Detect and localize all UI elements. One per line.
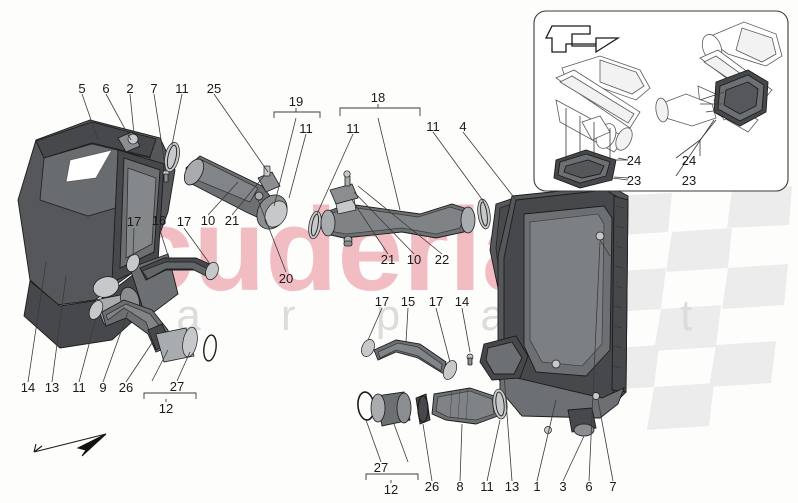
callout-22: 22 (435, 252, 449, 267)
callout-17-d: 17 (429, 294, 443, 309)
callout-12-a: 12 (159, 401, 173, 416)
callout-16: 16 (152, 213, 166, 228)
bottom-hose-8-assembly (357, 387, 508, 427)
callout-7: 7 (150, 81, 157, 96)
callout-25: 25 (207, 81, 221, 96)
callout-6: 6 (102, 81, 109, 96)
callout-17-b: 17 (177, 214, 191, 229)
callout-17-a: 17 (127, 214, 141, 229)
inset-callout-24-right: 24 (682, 153, 696, 168)
right-intercooler-assembly (479, 185, 629, 437)
mid-hose-16-assembly (126, 253, 219, 281)
orientation-arrow (33, 433, 107, 457)
callout-11-a: 11 (299, 121, 313, 136)
callout-5: 5 (78, 81, 85, 96)
inset-callout-23-left: 23 (627, 173, 641, 188)
small-hose-15-assembly (361, 339, 474, 380)
callout-11-e: 11 (480, 479, 494, 494)
callout-12-b: 12 (384, 482, 398, 497)
callout-11-c: 11 (426, 119, 440, 134)
callout-20: 20 (279, 271, 293, 286)
inset-callout-23-right: 23 (682, 173, 696, 188)
callout-17-c: 17 (375, 294, 389, 309)
callout-7-b: 7 (609, 479, 616, 494)
callout-9: 9 (99, 380, 106, 395)
callout-labels: 5 6 2 7 11 25 19 11 18 11 11 4 17 16 17 … (21, 81, 617, 497)
callout-15: 15 (401, 294, 415, 309)
callout-21-b: 21 (381, 252, 395, 267)
callout-4: 4 (459, 119, 466, 134)
callout-10-b: 10 (407, 252, 421, 267)
callout-2: 2 (126, 81, 133, 96)
callout-21-a: 21 (225, 213, 239, 228)
callout-11-b: 11 (346, 121, 360, 136)
callout-11-d: 11 (72, 380, 86, 395)
inset-view-left (553, 55, 651, 189)
callout-13-a: 13 (45, 380, 59, 395)
callout-26-a: 26 (119, 380, 133, 395)
callout-18: 18 (371, 90, 385, 105)
inset-leader-lines (613, 119, 715, 179)
callout-leader-lines (27, 93, 614, 482)
inset-labels: 24 23 24 23 (627, 153, 696, 188)
callout-27-a: 27 (170, 379, 184, 394)
view-direction-arrow (544, 25, 621, 54)
callout-19: 19 (289, 94, 303, 109)
callout-10-a: 10 (201, 213, 215, 228)
callout-26-b: 26 (425, 479, 439, 494)
callout-11-top: 11 (175, 81, 189, 96)
callout-27-b: 27 (374, 460, 388, 475)
callout-13-b: 13 (505, 479, 519, 494)
callout-14-a: 14 (21, 380, 35, 395)
inset-view-right (655, 21, 783, 156)
center-charge-pipe-assembly (308, 170, 491, 247)
callout-brackets (143, 104, 421, 483)
callout-8: 8 (456, 479, 463, 494)
inset-detail-box (533, 10, 789, 192)
callout-3: 3 (559, 479, 566, 494)
inset-callout-24-left: 24 (627, 153, 641, 168)
left-intercooler-assembly (17, 119, 179, 349)
callout-14-b: 14 (455, 294, 469, 309)
callout-6-b: 6 (585, 479, 592, 494)
lower-left-hose-assembly (88, 299, 217, 363)
callout-1: 1 (533, 479, 540, 494)
